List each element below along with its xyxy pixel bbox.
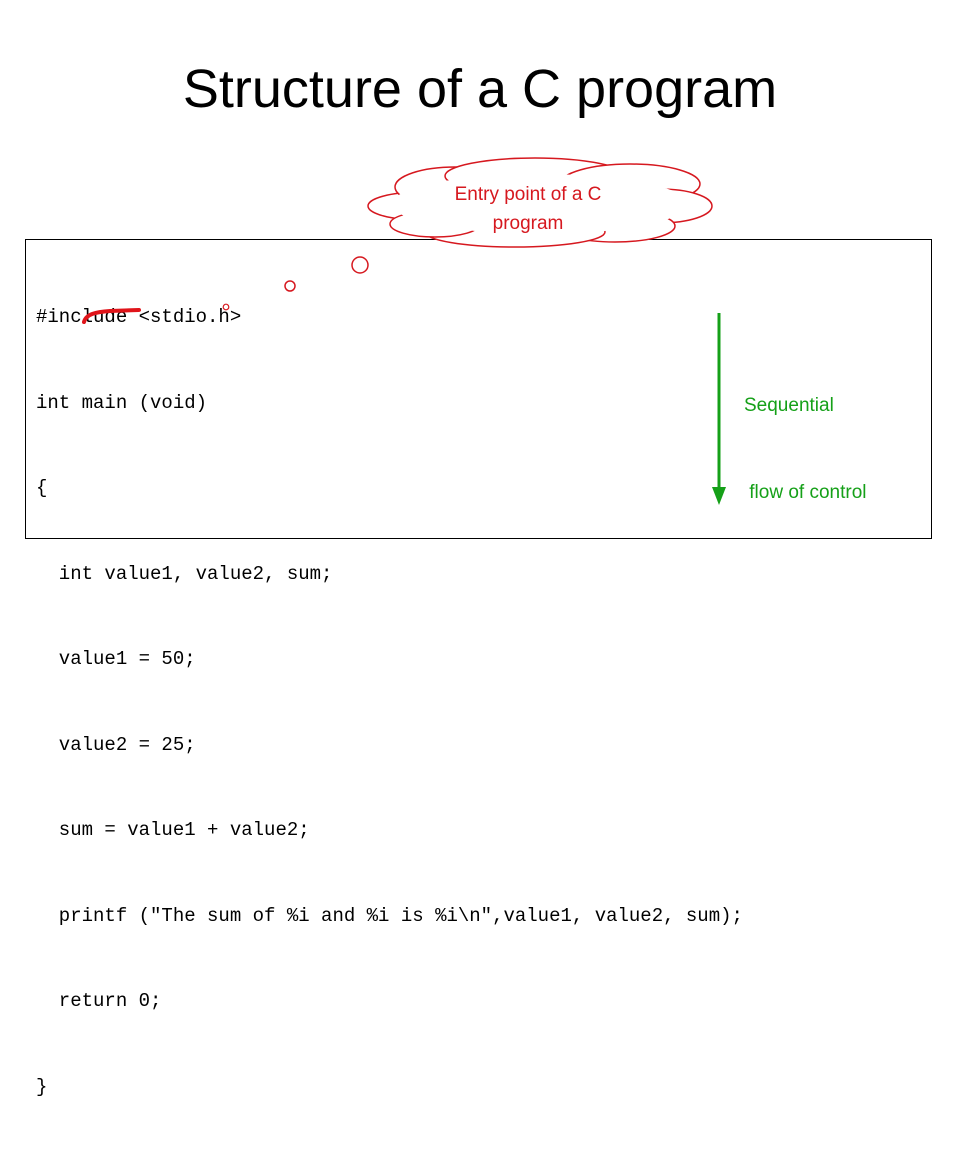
code-line: printf ("The sum of %i and %i is %i\n",v… (36, 904, 743, 927)
code-line: { (36, 477, 48, 499)
code-line: value2 = 25; (36, 733, 196, 756)
flow-label-line: flow of control (744, 482, 867, 503)
code-line: } (36, 1075, 48, 1098)
flow-label: Sequential flow of control (744, 333, 867, 565)
slide-title: Structure of a C program (182, 59, 778, 119)
callout-text: Entry point of a C program (400, 180, 656, 238)
code-box (25, 239, 932, 539)
code-line: sum = value1 + value2; (36, 819, 310, 841)
code-block: #include <stdio.h> int main (void) { int… (36, 246, 743, 1158)
flow-label-line: Sequential (744, 395, 834, 416)
code-line: #include <stdio.h> (36, 306, 242, 328)
code-line: value1 = 50; (36, 648, 196, 670)
callout-line: program (492, 213, 564, 234)
callout-line: Entry point of a C (454, 184, 602, 205)
code-line: int value1, value2, sum; (36, 562, 333, 585)
thought-cloud-shape (367, 157, 713, 248)
code-line: return 0; (36, 990, 162, 1012)
slide: Structure of a C program #include <stdio… (25, 59, 932, 1098)
code-line: int main (void) (36, 391, 208, 414)
